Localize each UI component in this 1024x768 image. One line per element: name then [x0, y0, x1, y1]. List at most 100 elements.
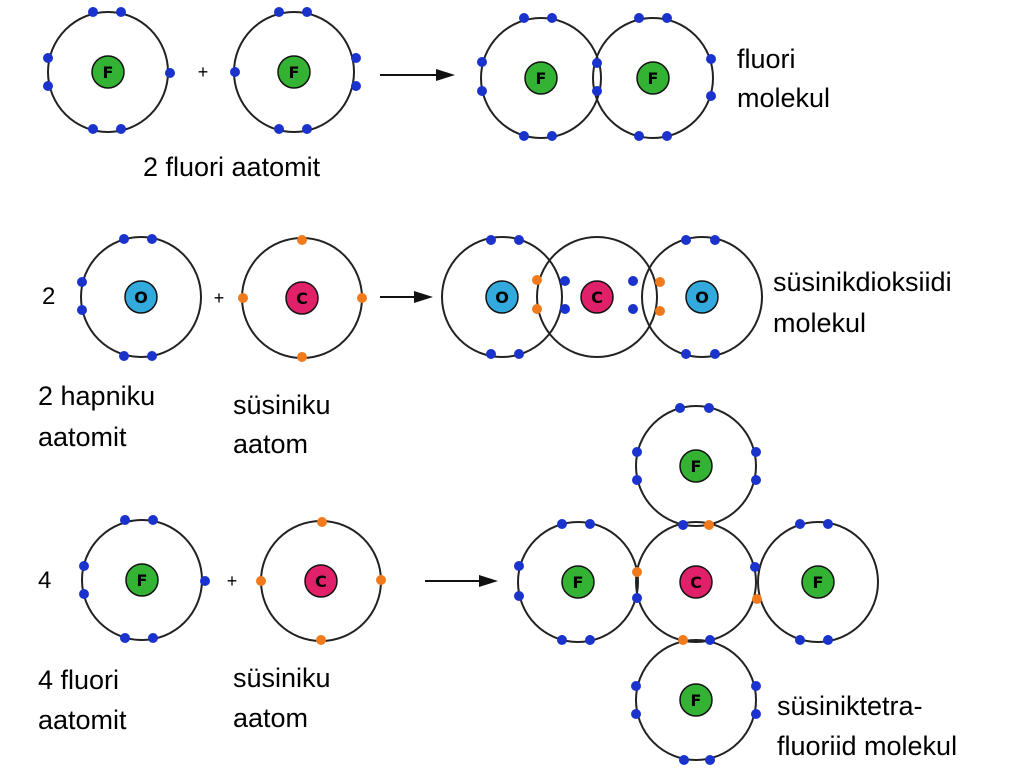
electron-dot-carbon — [357, 293, 367, 303]
fluorine-nucleus — [561, 565, 595, 599]
fluorine-nucleus — [277, 55, 311, 89]
electron-dot — [823, 635, 833, 645]
electron-dot — [751, 709, 761, 719]
electron-dot — [274, 124, 284, 134]
electron-dot — [302, 124, 312, 134]
electron-dot — [751, 447, 761, 457]
electron-shell — [441, 236, 563, 358]
oxygen-symbol: O — [134, 288, 148, 307]
carbon-nucleus — [679, 565, 713, 599]
electron-dot — [632, 447, 642, 457]
electron-dot — [274, 7, 284, 17]
row2-carbon-atom: C — [238, 235, 367, 362]
electron-dot — [628, 304, 638, 314]
electron-dot — [119, 234, 129, 244]
electron-dot — [77, 277, 87, 287]
coefficient-row2: 2 — [42, 283, 56, 310]
electron-dot-carbon — [655, 277, 665, 287]
label-co2-molecule-1: süsinikdioksiidi — [773, 267, 952, 297]
electron-dot — [706, 91, 716, 101]
oxygen-symbol: O — [695, 288, 709, 307]
plus-sign: + — [227, 571, 238, 591]
carbon-symbol: C — [315, 572, 327, 591]
electron-dot — [486, 235, 496, 245]
carbon-symbol: C — [591, 288, 603, 307]
electron-dot — [230, 67, 240, 77]
electron-dot — [750, 562, 760, 572]
fluorine-nucleus — [636, 61, 670, 95]
electron-dot — [88, 124, 98, 134]
electron-dot — [631, 681, 641, 691]
electron-dot — [632, 475, 642, 485]
electron-dot — [706, 54, 716, 64]
electron-dot — [678, 520, 688, 530]
label-cf4-molecule-1: süsiniktetra- — [777, 691, 923, 721]
electron-dot-carbon — [297, 235, 307, 245]
oxygen-nucleus — [124, 280, 158, 314]
electron-dot — [165, 68, 175, 78]
electron-dot — [585, 635, 595, 645]
electron-dot — [705, 755, 715, 765]
electron-shell — [757, 521, 879, 643]
electron-dot — [120, 515, 130, 525]
electron-dot — [116, 7, 126, 17]
label-four-fluorine-atoms-2: aatomit — [38, 705, 127, 735]
electron-dot — [795, 635, 805, 645]
electron-dot-carbon — [752, 594, 762, 604]
electron-shell — [635, 521, 757, 643]
label-two-oxygen-atoms-2: aatomit — [38, 422, 127, 452]
carbon-nucleus — [285, 281, 319, 315]
label-fluorine-molecule-1: fluori — [737, 44, 796, 74]
electron-dot — [679, 755, 689, 765]
label-carbon-atom-row3-1: süsiniku — [233, 663, 331, 693]
row1-fluorine-atom-1: F — [43, 7, 175, 134]
fluorine-nucleus — [524, 61, 558, 95]
electron-dot — [514, 591, 524, 601]
electron-dot — [486, 349, 496, 359]
electron-dot — [116, 124, 126, 134]
electron-dot — [795, 519, 805, 529]
electron-dot-carbon — [256, 576, 266, 586]
electron-dot — [710, 235, 720, 245]
electron-dot — [751, 681, 761, 691]
electron-dot — [823, 519, 833, 529]
electron-dot — [632, 593, 642, 603]
fluorine-symbol: F — [289, 63, 300, 82]
electron-shell — [635, 405, 757, 527]
electron-dot — [120, 633, 130, 643]
electron-dot — [351, 81, 361, 91]
electron-dot — [681, 349, 691, 359]
electron-dot-carbon — [632, 567, 642, 577]
oxygen-nucleus — [685, 280, 719, 314]
fluorine-symbol: F — [691, 691, 702, 710]
electron-dot — [662, 131, 672, 141]
electron-dot-carbon — [238, 293, 248, 303]
electron-dot — [148, 515, 158, 525]
label-carbon-atom-row2-1: süsiniku — [233, 390, 331, 420]
electron-dot — [79, 589, 89, 599]
electron-dot — [628, 276, 638, 286]
row1-reaction-arrow — [380, 69, 455, 81]
electron-dot — [519, 13, 529, 23]
electron-dot-carbon — [316, 635, 326, 645]
electron-shell — [635, 639, 757, 761]
electron-dot — [147, 234, 157, 244]
electron-dot — [592, 86, 602, 96]
electron-dot — [547, 13, 557, 23]
electron-dot — [119, 351, 129, 361]
electron-dot — [662, 13, 672, 23]
oxygen-symbol: O — [495, 288, 509, 307]
fluorine-symbol: F — [536, 69, 547, 88]
carbon-symbol: C — [690, 573, 702, 592]
fluorine-symbol: F — [691, 457, 702, 476]
row3-fluorine-atom: F — [79, 515, 210, 643]
electron-dot — [557, 519, 567, 529]
electron-dot — [631, 709, 641, 719]
label-carbon-atom-row3-2: aatom — [233, 703, 309, 733]
carbon-nucleus — [580, 280, 614, 314]
electron-dot-carbon — [376, 575, 386, 585]
row3-reaction-arrow — [425, 575, 498, 587]
electron-dot-carbon — [317, 517, 327, 527]
